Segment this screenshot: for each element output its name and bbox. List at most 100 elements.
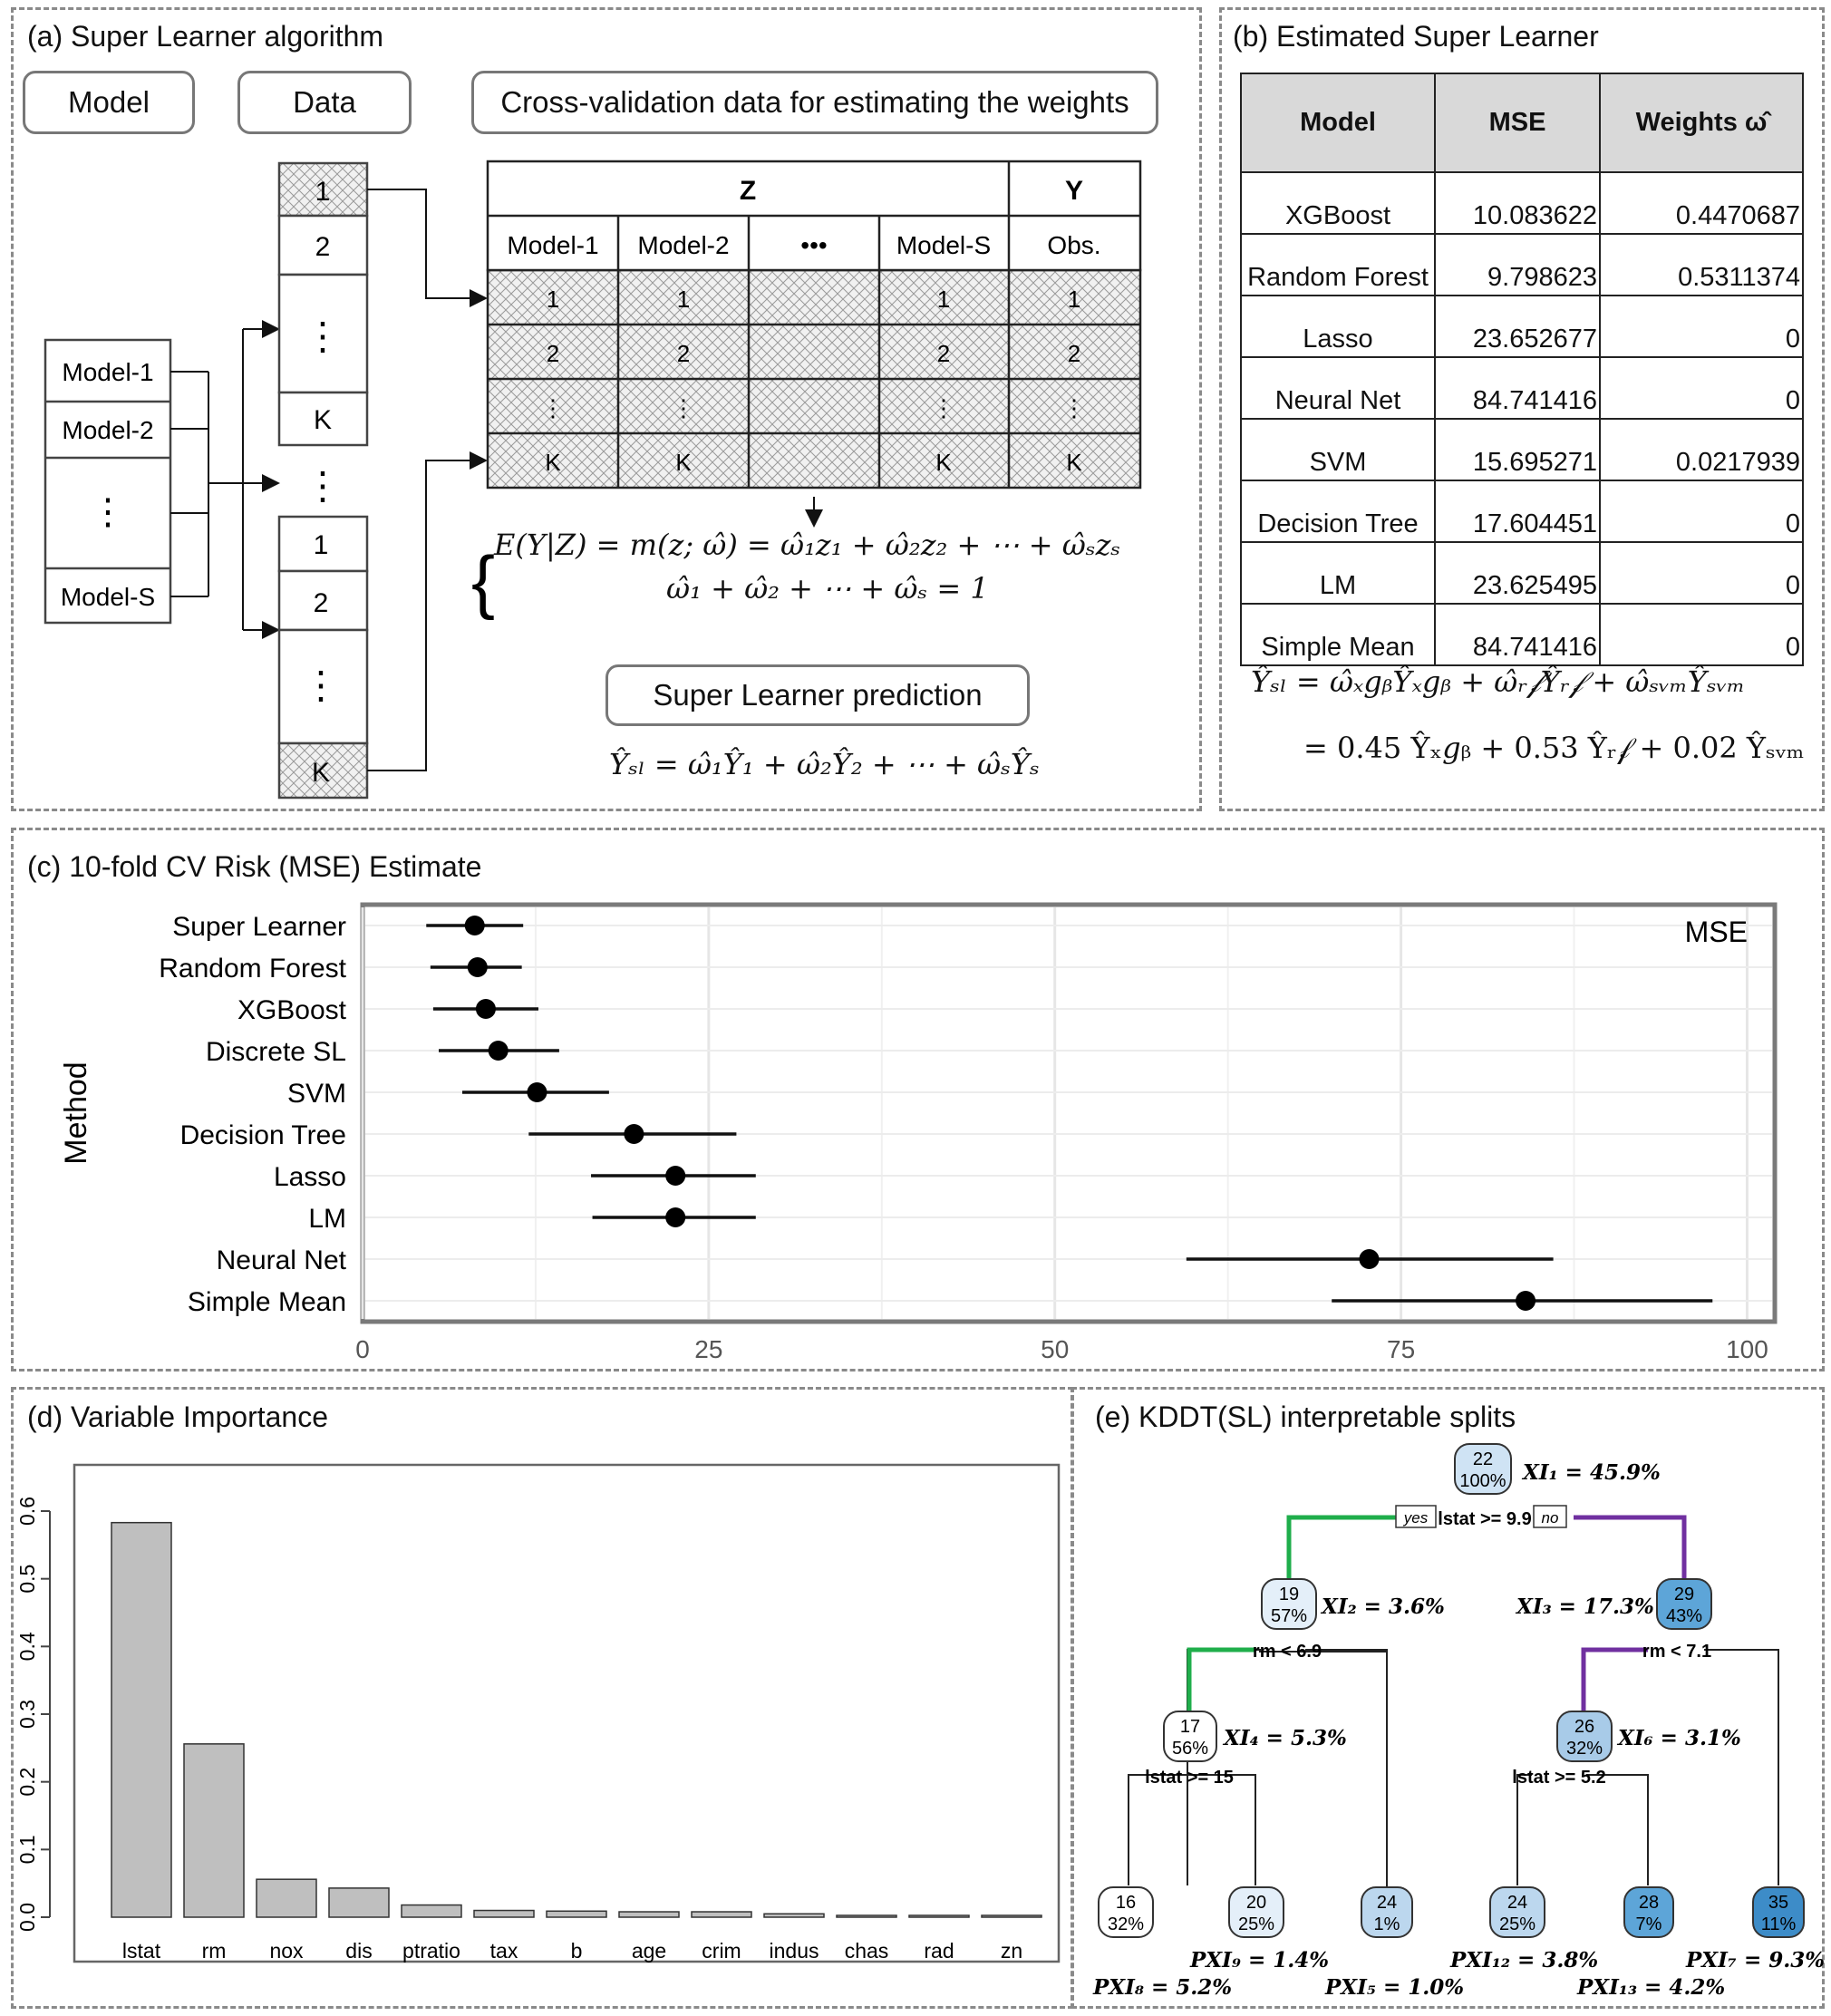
- cv-point: [467, 957, 488, 977]
- vi-x-tick-label: b: [571, 1939, 583, 1963]
- vi-x-tick-label: lstat: [122, 1939, 161, 1963]
- split-lstat-52: lstat >= 5.2: [1512, 1768, 1605, 1788]
- tree-node: 35 11%: [1752, 1886, 1805, 1938]
- tree-stats: XI₁ = 45.9% XI₂ = 3.6% XI₃ = 17.3% XI₄ =…: [1092, 1460, 1825, 2000]
- panel-d-title: (d) Variable Importance: [27, 1401, 328, 1433]
- vi-y-tick-label: 0.6: [15, 1497, 39, 1526]
- vi-x-tick-label: chas: [845, 1939, 889, 1963]
- svg-text:28: 28: [1639, 1893, 1659, 1913]
- tree-node: 26 32%: [1556, 1711, 1613, 1762]
- cv-method-label: Decision Tree: [180, 1120, 346, 1150]
- vi-bar: [111, 1521, 172, 1918]
- split-rm-69: rm < 6.9: [1253, 1642, 1322, 1662]
- tree-node: 29 43%: [1656, 1578, 1712, 1630]
- panel-a-title: (a) Super Learner algorithm: [27, 20, 384, 53]
- fold-stack-bottom: [277, 515, 369, 800]
- vi-bar: [981, 1914, 1042, 1918]
- svg-text:⋮: ⋮: [672, 394, 695, 422]
- tree-connectors-2: [1325, 1649, 1778, 1885]
- svg-text:25%: 25%: [1499, 1914, 1536, 1934]
- svg-text:24: 24: [1507, 1893, 1527, 1913]
- yes-path-2: [1187, 1647, 1255, 1713]
- svg-text:57%: 57%: [1271, 1606, 1307, 1626]
- sl-equation-2: = 0.45 Ŷₓ𝑔ᵦ + 0.53 Ŷᵣ𝒻 + 0.02 Ŷₛᵥₘ: [1303, 731, 1805, 765]
- svg-text:17: 17: [1180, 1717, 1200, 1737]
- cv-point: [488, 1041, 509, 1061]
- vi-bar: [908, 1914, 970, 1918]
- cv-col-5: Obs.: [1047, 231, 1100, 259]
- vi-x-tick-label: rad: [924, 1939, 954, 1963]
- svg-text:24: 24: [1377, 1893, 1397, 1913]
- svg-text:PXI₈ = 5.2%: PXI₈ = 5.2%: [1092, 1975, 1232, 2000]
- cv-point: [665, 1166, 686, 1186]
- fold-bottom-dots: ⋮: [302, 664, 340, 706]
- vi-bar: [763, 1913, 825, 1918]
- cv-method-label: Lasso: [274, 1162, 346, 1192]
- vi-bar: [328, 1887, 390, 1918]
- cv-x-tick-label: 0: [355, 1335, 370, 1363]
- cv-x-tick-label: 25: [694, 1335, 722, 1363]
- svg-text:22: 22: [1473, 1449, 1493, 1469]
- cv-col-2: Model-2: [637, 231, 729, 259]
- tree-node: 16 32%: [1098, 1886, 1154, 1938]
- svg-text:7%: 7%: [1636, 1914, 1662, 1934]
- cv-x-tick-label: 50: [1041, 1335, 1069, 1363]
- model-connectors: [170, 320, 280, 639]
- svg-text:1: 1: [677, 286, 690, 313]
- svg-text:1: 1: [547, 286, 559, 313]
- cv-method-label: Random Forest: [159, 954, 346, 984]
- cv-y-header: Y: [1065, 176, 1083, 206]
- vi-y-tick-label: 0.4: [15, 1632, 39, 1661]
- fold-top-2: 2: [315, 232, 331, 262]
- fold-top-dots: ⋮: [304, 315, 342, 357]
- cv-point: [665, 1207, 686, 1227]
- fold-top-k: K: [314, 405, 332, 435]
- yes-path: [1286, 1515, 1396, 1582]
- split-lstat-15: lstat >= 15: [1145, 1768, 1234, 1788]
- cv-method-label: Simple Mean: [188, 1287, 346, 1317]
- tree-node: 24 1%: [1361, 1886, 1413, 1938]
- vi-y-tick-label: 0.1: [15, 1835, 39, 1864]
- tree-node: 20 25%: [1228, 1886, 1284, 1938]
- svg-text:lstat >= 9.9: lstat >= 9.9: [1438, 1509, 1531, 1529]
- prediction-equation: Ŷₛₗ = ω̂₁Ŷ₁ + ω̂₂Ŷ₂ + ⋯ + ω̂ₛŶₛ: [609, 747, 1040, 781]
- svg-text:32%: 32%: [1108, 1914, 1144, 1934]
- cv-method-label: XGBoost: [237, 995, 347, 1025]
- svg-text:XI₃ = 17.3%: XI₃ = 17.3%: [1515, 1594, 1654, 1619]
- svg-text:K: K: [545, 449, 561, 476]
- vi-bar: [546, 1910, 607, 1918]
- vi-y-tick-label: 0.3: [15, 1700, 39, 1729]
- weights-header-mse: MSE: [1434, 73, 1601, 173]
- tree-node: 19 57%: [1261, 1578, 1317, 1630]
- tree-node: 24 25%: [1489, 1886, 1545, 1938]
- weight-equation-1: E(Y|Z) = m(z; ω̂) = ω̂₁z₁ + ω̂₂z₂ + ⋯ + …: [494, 528, 1121, 562]
- svg-text:XI₁ = 45.9%: XI₁ = 45.9%: [1521, 1460, 1661, 1485]
- svg-text:100%: 100%: [1459, 1471, 1506, 1491]
- svg-text:PXI₅ = 1.0%: PXI₅ = 1.0%: [1324, 1975, 1464, 2000]
- svg-text:XI₆ = 3.1%: XI₆ = 3.1%: [1616, 1726, 1741, 1750]
- vi-plot-frame: [73, 1463, 1061, 1963]
- brace-icon: {: [471, 541, 495, 621]
- fold-bottom-1: 1: [314, 530, 329, 560]
- vi-x-tick-label: dis: [345, 1939, 372, 1963]
- svg-text:1: 1: [937, 286, 950, 313]
- svg-text:⋮: ⋮: [1062, 394, 1086, 422]
- vi-x-tick-label: ptratio: [402, 1939, 460, 1963]
- vi-bar: [473, 1909, 535, 1918]
- svg-text:2: 2: [677, 340, 690, 367]
- cv-method-label: Neural Net: [217, 1245, 347, 1275]
- cv-point: [475, 999, 496, 1019]
- tree-node: 22 100%: [1454, 1443, 1512, 1495]
- fold-top-1: 1: [315, 177, 331, 207]
- cv-table: [486, 160, 1142, 489]
- svg-text:19: 19: [1279, 1585, 1299, 1604]
- cv-plot-frame: [360, 902, 1778, 1324]
- vi-bar: [401, 1904, 462, 1918]
- model-stack: [44, 338, 172, 625]
